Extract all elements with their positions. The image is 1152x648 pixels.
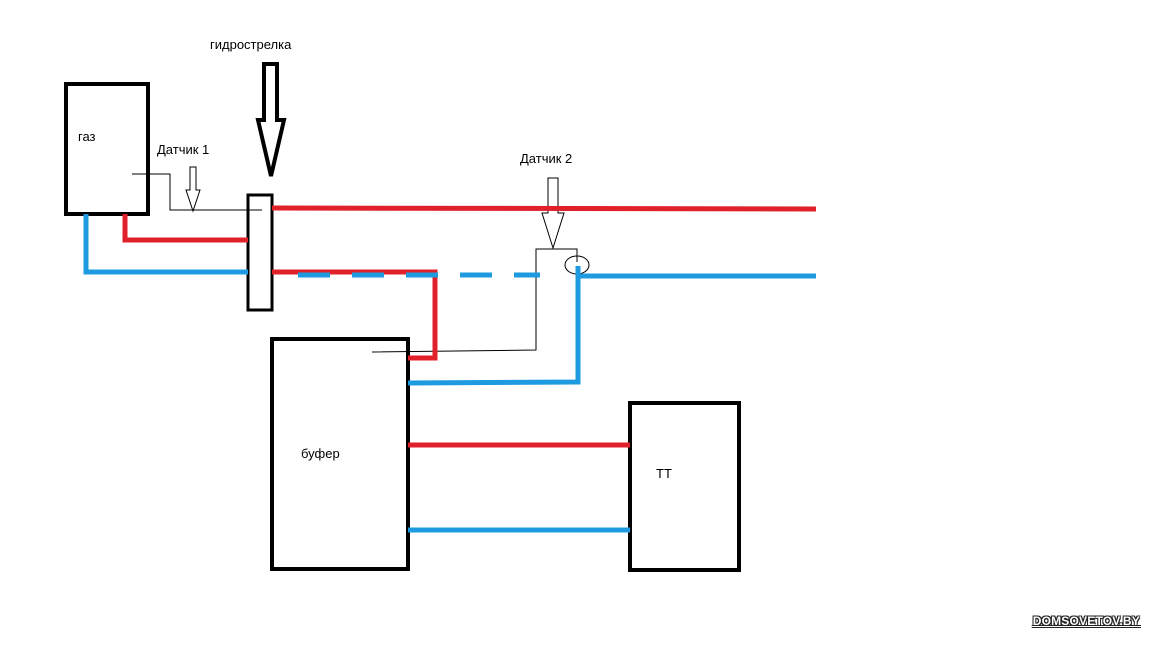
- gas-boiler-label: газ: [78, 129, 96, 144]
- sensor2-wire: [371, 248, 578, 353]
- sensor1-label: Датчик 1: [157, 142, 210, 157]
- hydro-separator-box: [246, 193, 274, 312]
- gas-boiler-box: [64, 82, 150, 216]
- hydro-separator-label: гидрострелка: [210, 37, 292, 52]
- sensor2-arrow: [541, 177, 565, 250]
- buffer-label: буфер: [301, 446, 340, 461]
- sensor1-arrow: [185, 166, 201, 213]
- watermark: DOMSOVETOV.BY: [1032, 614, 1140, 628]
- sensor2-label: Датчик 2: [520, 151, 573, 166]
- main-supply-pipe: [271, 205, 817, 212]
- buffer-tank-box: [270, 337, 410, 571]
- buffer-return-pipe: [407, 266, 581, 386]
- gas-return-pipe: [83, 214, 248, 275]
- gas-supply-pipe: [122, 214, 248, 243]
- buffer-supply-pipe: [272, 269, 438, 361]
- sensor1-wire: [132, 173, 262, 211]
- hydro-separator-arrow: [255, 62, 287, 177]
- solid-fuel-boiler-box: [628, 401, 741, 572]
- solid-fuel-boiler-label: ТТ: [656, 466, 672, 481]
